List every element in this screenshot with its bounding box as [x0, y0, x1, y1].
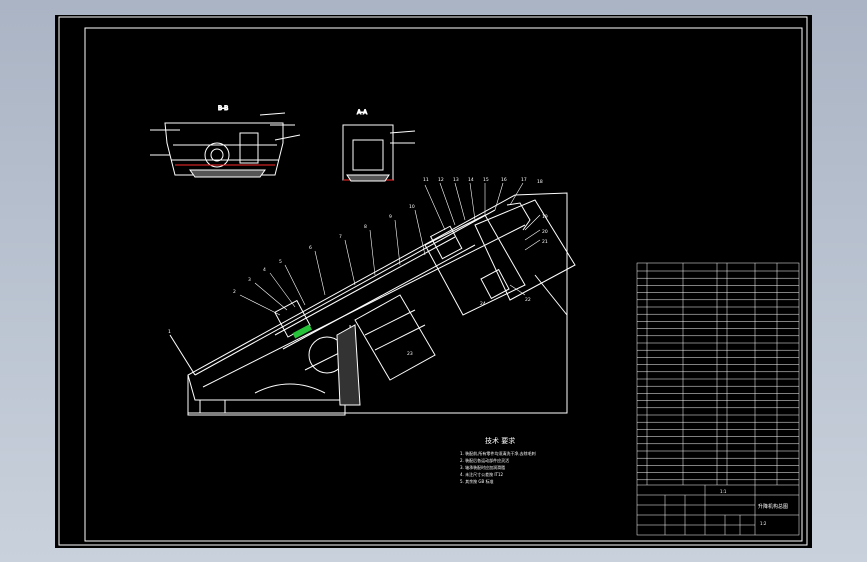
- svg-text:19: 19: [542, 214, 548, 220]
- main-assembly: [169, 192, 576, 416]
- svg-text:4: 4: [263, 267, 266, 273]
- svg-text:11: 11: [423, 177, 429, 183]
- svg-text:24: 24: [480, 301, 486, 307]
- svg-text:5: 5: [279, 259, 282, 265]
- title-block-code: 1:2: [760, 521, 767, 526]
- svg-text:15: 15: [483, 177, 489, 183]
- svg-text:3: 3: [248, 277, 251, 283]
- svg-text:9: 9: [389, 214, 392, 220]
- note-3: 3. 轴承装配时应加润滑脂: [460, 464, 505, 470]
- svg-text:8: 8: [364, 224, 367, 230]
- svg-text:18: 18: [537, 179, 543, 185]
- part-callouts: [239, 182, 541, 316]
- svg-text:20: 20: [542, 229, 548, 235]
- note-4: 4. 未注尺寸公差按 IT12: [460, 471, 504, 477]
- drawing-viewport[interactable]: B-B A-A: [55, 15, 812, 548]
- cad-drawing: B-B A-A: [58, 16, 808, 546]
- note-5: 5. 其余按 GB 标准: [460, 478, 493, 484]
- outer-frame: [58, 16, 808, 546]
- note-2: 2. 装配后各运动部件应灵活: [460, 457, 509, 463]
- svg-text:13: 13: [453, 177, 459, 183]
- svg-text:17: 17: [521, 177, 527, 183]
- svg-text:2: 2: [233, 289, 236, 295]
- notes-title: 技术 要求: [485, 436, 515, 445]
- svg-text:12: 12: [438, 177, 444, 183]
- section-aa-view: A-A: [342, 109, 416, 182]
- svg-text:21: 21: [542, 239, 548, 245]
- svg-text:22: 22: [525, 297, 531, 303]
- svg-text:7: 7: [339, 234, 342, 240]
- inner-frame: [84, 27, 803, 542]
- balloon-labels: 1 2 3 4 5 6 7 8 9 10 11 12 13 14 15 16 1…: [168, 177, 548, 357]
- svg-text:23: 23: [407, 351, 413, 357]
- section-bb-view: B-B: [150, 105, 301, 178]
- section-aa-label: A-A: [357, 109, 368, 116]
- svg-text:6: 6: [309, 245, 312, 251]
- svg-text:1: 1: [168, 329, 171, 335]
- parts-list-table: [636, 262, 800, 536]
- section-bb-label: B-B: [218, 105, 228, 112]
- title-block-title: 升降机构总图: [758, 503, 788, 510]
- note-1: 1. 装配前,所有零件均须清洗干净,去除毛刺: [460, 450, 536, 456]
- technical-notes: 技术 要求 1. 装配前,所有零件均须清洗干净,去除毛刺 2. 装配后各运动部件…: [460, 436, 536, 484]
- svg-text:16: 16: [501, 177, 507, 183]
- title-block-scale: 1:1: [720, 489, 727, 494]
- svg-text:14: 14: [468, 177, 474, 183]
- svg-text:10: 10: [409, 204, 415, 210]
